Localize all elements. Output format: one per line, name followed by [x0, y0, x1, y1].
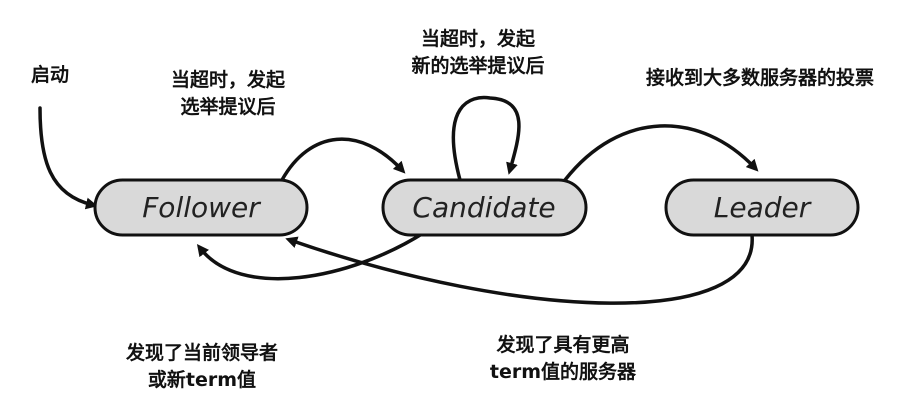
candidate-to-follower-arrow — [196, 230, 427, 281]
follower-to-candidate-caption-line1: 当超时，发起 — [171, 68, 286, 91]
leader-to-follower-arrow — [285, 233, 754, 305]
candidate-to-follower-caption-line1: 发现了当前领导者 — [125, 341, 278, 364]
candidate-self-loop-arrow — [451, 95, 521, 182]
leader-to-follower-caption-line2: term值的服务器 — [490, 360, 637, 383]
follower-to-candidate-arrow — [280, 137, 406, 182]
start-caption: 启动 — [31, 63, 69, 86]
follower-state: Follower — [93, 178, 309, 237]
candidate-self-loop-caption-line1: 当超时，发起 — [421, 27, 536, 50]
candidate-state: Candidate — [381, 178, 588, 237]
candidate-to-leader-caption: 接收到大多数服务器的投票 — [646, 66, 874, 89]
candidate-label: Candidate — [412, 191, 555, 224]
follower-label: Follower — [142, 191, 261, 224]
candidate-to-leader-arrow — [563, 124, 759, 182]
candidate-to-follower-caption-line2: 或新term值 — [148, 368, 256, 391]
leader-label: Leader — [714, 191, 812, 224]
candidate-self-loop-caption-line2: 新的选举提议后 — [411, 54, 544, 77]
leader-to-follower-caption-line1: 发现了具有更高 — [495, 333, 629, 356]
follower-to-candidate-caption-line2: 选举提议后 — [180, 95, 275, 118]
leader-state: Leader — [664, 178, 860, 237]
start-arrow — [38, 106, 98, 210]
